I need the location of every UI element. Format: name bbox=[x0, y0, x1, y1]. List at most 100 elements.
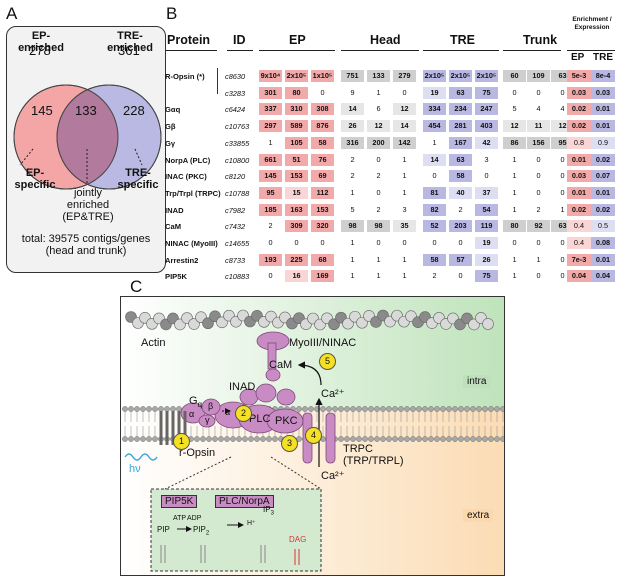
tre-value-cell: 0 bbox=[458, 238, 463, 247]
enrichment-tre-cell: 0.9 bbox=[591, 136, 615, 149]
lipid-head bbox=[122, 406, 128, 412]
venn-joint-label: jointly enriched (EP&TRE) bbox=[62, 187, 114, 223]
lipid-head bbox=[320, 406, 326, 412]
lipid-head bbox=[410, 406, 416, 412]
lipid-head bbox=[428, 406, 434, 412]
ep-value-cell: 76 bbox=[311, 153, 334, 166]
lipid-head bbox=[464, 436, 470, 442]
actin-filament bbox=[125, 309, 494, 331]
lipid-head bbox=[488, 436, 494, 442]
lipid-head bbox=[134, 436, 140, 442]
head-value-cell: 0 bbox=[402, 238, 407, 247]
header-underline bbox=[503, 50, 561, 52]
ep-value-cell: 16 bbox=[285, 270, 308, 283]
tre-value-cell: 75 bbox=[475, 86, 498, 99]
lipid-head bbox=[158, 406, 164, 412]
pip2-label: PIP bbox=[193, 525, 206, 534]
head-value-cell: 9 bbox=[350, 87, 355, 97]
lipid-head bbox=[128, 406, 134, 412]
head-value-cell: 5 bbox=[350, 204, 355, 214]
lipid-head bbox=[458, 436, 464, 442]
dag-lipid bbox=[294, 549, 300, 565]
lipid-head bbox=[476, 406, 482, 412]
ep-value-cell: 145 bbox=[259, 170, 282, 183]
venn-diagram bbox=[13, 84, 162, 190]
col-header-protein: Protein bbox=[167, 33, 211, 47]
cam-label: CaM bbox=[269, 359, 293, 371]
myo-ninac-protein bbox=[256, 331, 290, 382]
lipid-head bbox=[368, 436, 374, 442]
ca-label-in: Ca²⁺ bbox=[321, 388, 345, 400]
ep-value-cell: 320 bbox=[311, 220, 334, 233]
tre-value-cell: 19 bbox=[475, 237, 498, 249]
lipid-head bbox=[350, 406, 356, 412]
trunk-value-cell: 156 bbox=[527, 136, 550, 149]
pkc-label: PKC bbox=[275, 415, 298, 427]
trunk-value-cell: 0 bbox=[512, 87, 517, 97]
panel-c-label: C bbox=[130, 277, 143, 296]
tre-value-cell: 203 bbox=[449, 220, 472, 233]
lipid-head bbox=[488, 406, 494, 412]
trunk-value-cell: 1 bbox=[536, 254, 541, 264]
trunk-value-cell: 1 bbox=[512, 254, 517, 264]
protein-name: Trp/Trpl (TRPC) bbox=[165, 188, 221, 198]
ca-label-out: Ca²⁺ bbox=[321, 470, 345, 482]
ep-value-cell: 105 bbox=[285, 136, 308, 149]
ep-value-cell: 2 bbox=[268, 221, 273, 231]
col-header-enr-tre: TRE bbox=[593, 52, 613, 63]
lipid-head bbox=[218, 436, 224, 442]
pip-label: PIP bbox=[157, 525, 170, 534]
head-value-cell: 1 bbox=[350, 254, 355, 264]
trunk-value-cell: 1 bbox=[512, 271, 517, 281]
head-value-cell: 0 bbox=[376, 187, 381, 197]
venn-left-only: 145 bbox=[31, 103, 53, 118]
protein-name: INAD bbox=[165, 205, 184, 215]
ep-value-cell: 0 bbox=[320, 87, 325, 97]
head-value-cell: 12 bbox=[367, 120, 390, 133]
extra-label: extra bbox=[463, 509, 494, 522]
lipid-head bbox=[254, 436, 260, 442]
enrichment-tre-cell: 0.5 bbox=[591, 220, 615, 233]
tre-value-cell: 454 bbox=[423, 120, 446, 133]
tre-value-cell: 58 bbox=[423, 253, 446, 266]
lipid-head bbox=[464, 406, 470, 412]
lipid-head bbox=[500, 436, 504, 442]
light-wave bbox=[124, 453, 158, 461]
lipid-head bbox=[500, 406, 504, 412]
header-underline bbox=[227, 50, 253, 52]
tre-value-cell: 119 bbox=[475, 220, 498, 233]
tre-value-cell: 403 bbox=[475, 120, 498, 133]
enrichment-ep-cell: 0.4 bbox=[567, 237, 591, 249]
lipid-head bbox=[434, 436, 440, 442]
head-value-cell: 2 bbox=[376, 171, 381, 181]
trunk-value-cell: 1 bbox=[512, 204, 517, 214]
head-value-cell: 1 bbox=[376, 254, 381, 264]
zoom-line bbox=[270, 456, 322, 490]
trunk-value-cell: 5 bbox=[512, 104, 517, 114]
lipid-head bbox=[326, 406, 332, 412]
ep-value-cell: 169 bbox=[311, 270, 334, 283]
tre-value-cell: 2x10⁵ bbox=[475, 70, 498, 82]
enrichment-ep-cell: 0.01 bbox=[567, 153, 591, 166]
tre-value-cell: 281 bbox=[449, 120, 472, 133]
trunk-value-cell: 2 bbox=[536, 204, 541, 214]
head-value-cell: 6 bbox=[376, 104, 381, 114]
protein-name: PIP5K bbox=[165, 272, 187, 282]
tre-value-cell: 0 bbox=[432, 171, 437, 181]
ep-value-cell: 0 bbox=[320, 238, 325, 247]
enrichment-tre-cell: 0.01 bbox=[591, 103, 615, 116]
lipid-head bbox=[146, 436, 152, 442]
lipid-head bbox=[152, 406, 158, 412]
lipid-head bbox=[470, 436, 476, 442]
lipid-head bbox=[476, 436, 482, 442]
phototransduction-diagram: Actin MyoIII/NINAC CaM INAD Ca²⁺ Ca²⁺ Gq… bbox=[120, 296, 505, 576]
head-value-cell: 14 bbox=[393, 120, 416, 133]
lipid-head bbox=[206, 436, 212, 442]
lipid-head bbox=[380, 436, 386, 442]
lipid-head bbox=[446, 436, 452, 442]
trunk-value-cell: 4 bbox=[536, 104, 541, 114]
lipid-head bbox=[362, 436, 368, 442]
ep-value-cell: 0 bbox=[294, 238, 299, 247]
trunk-value-cell: 0 bbox=[560, 87, 565, 97]
col-header-ep: EP bbox=[289, 33, 306, 47]
